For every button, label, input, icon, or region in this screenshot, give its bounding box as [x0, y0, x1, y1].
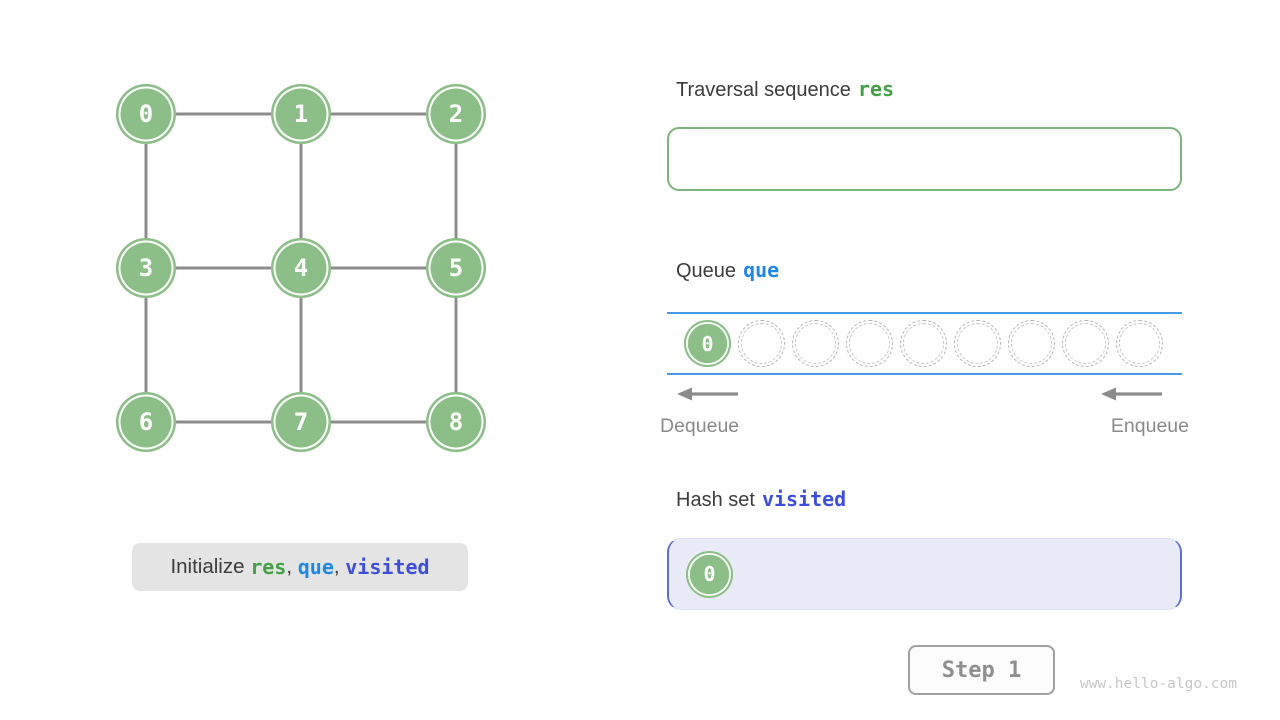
- graph-node-8: 8: [426, 392, 486, 452]
- queue-item-0: 0: [684, 320, 731, 367]
- graph-node-7: 7: [271, 392, 331, 452]
- queue-empty-slot: [1062, 320, 1109, 367]
- queue-empty-slot: [1008, 320, 1055, 367]
- queue-empty-slot: [1116, 320, 1163, 367]
- dequeue-label: Dequeue: [660, 415, 740, 437]
- graph-node-0: 0: [116, 84, 176, 144]
- res-container: [667, 127, 1182, 191]
- queue-arrow-labels: Dequeue Enqueue: [660, 415, 1189, 438]
- queue-empty-slot: [792, 320, 839, 367]
- caption-segment: visited: [345, 555, 430, 579]
- visited-heading-label: Hash set: [676, 489, 755, 511]
- res-heading-label: Traversal sequence: [676, 79, 851, 101]
- queue-heading-label: Queue: [676, 260, 737, 282]
- visited-heading: Hash set visited: [676, 487, 846, 512]
- caption-segment: ,: [333, 555, 346, 578]
- graph-node-1: 1: [271, 84, 331, 144]
- queue-empty-slot: [846, 320, 893, 367]
- queue-container: 0: [667, 312, 1182, 375]
- dequeue-arrow-icon: [677, 387, 738, 401]
- caption-segment: Initialize: [170, 555, 251, 578]
- step-button[interactable]: Step 1: [908, 645, 1055, 695]
- watermark: www.hello-algo.com: [1079, 676, 1237, 692]
- queue-arrows: [667, 386, 1182, 402]
- graph-node-6: 6: [116, 392, 176, 452]
- grid-graph: 0 1 2 3 4 5 6 7 8: [86, 54, 516, 484]
- caption: Initialize res, que, visited: [132, 543, 468, 591]
- visited-item-0: 0: [686, 550, 733, 598]
- visited-variable: visited: [761, 487, 847, 511]
- visited-container: 0: [667, 538, 1182, 610]
- graph-node-4: 4: [271, 238, 331, 298]
- state-panel: Traversal sequence res Queue que 0 Deque…: [660, 0, 1189, 720]
- queue-empty-slot: [900, 320, 947, 367]
- caption-segment: ,: [286, 555, 298, 578]
- graph-node-5: 5: [426, 238, 486, 298]
- caption-segment: que: [297, 555, 334, 579]
- res-variable: res: [857, 77, 895, 101]
- queue-empty-slot: [954, 320, 1001, 367]
- enqueue-arrow-icon: [1101, 387, 1162, 401]
- graph-node-2: 2: [426, 84, 486, 144]
- res-heading: Traversal sequence res: [676, 77, 894, 102]
- graph-node-3: 3: [116, 238, 176, 298]
- queue-heading: Queue que: [676, 258, 779, 283]
- enqueue-label: Enqueue: [1110, 415, 1189, 437]
- queue-empty-slot: [738, 320, 785, 367]
- caption-segment: res: [250, 555, 287, 579]
- queue-variable: que: [743, 258, 780, 282]
